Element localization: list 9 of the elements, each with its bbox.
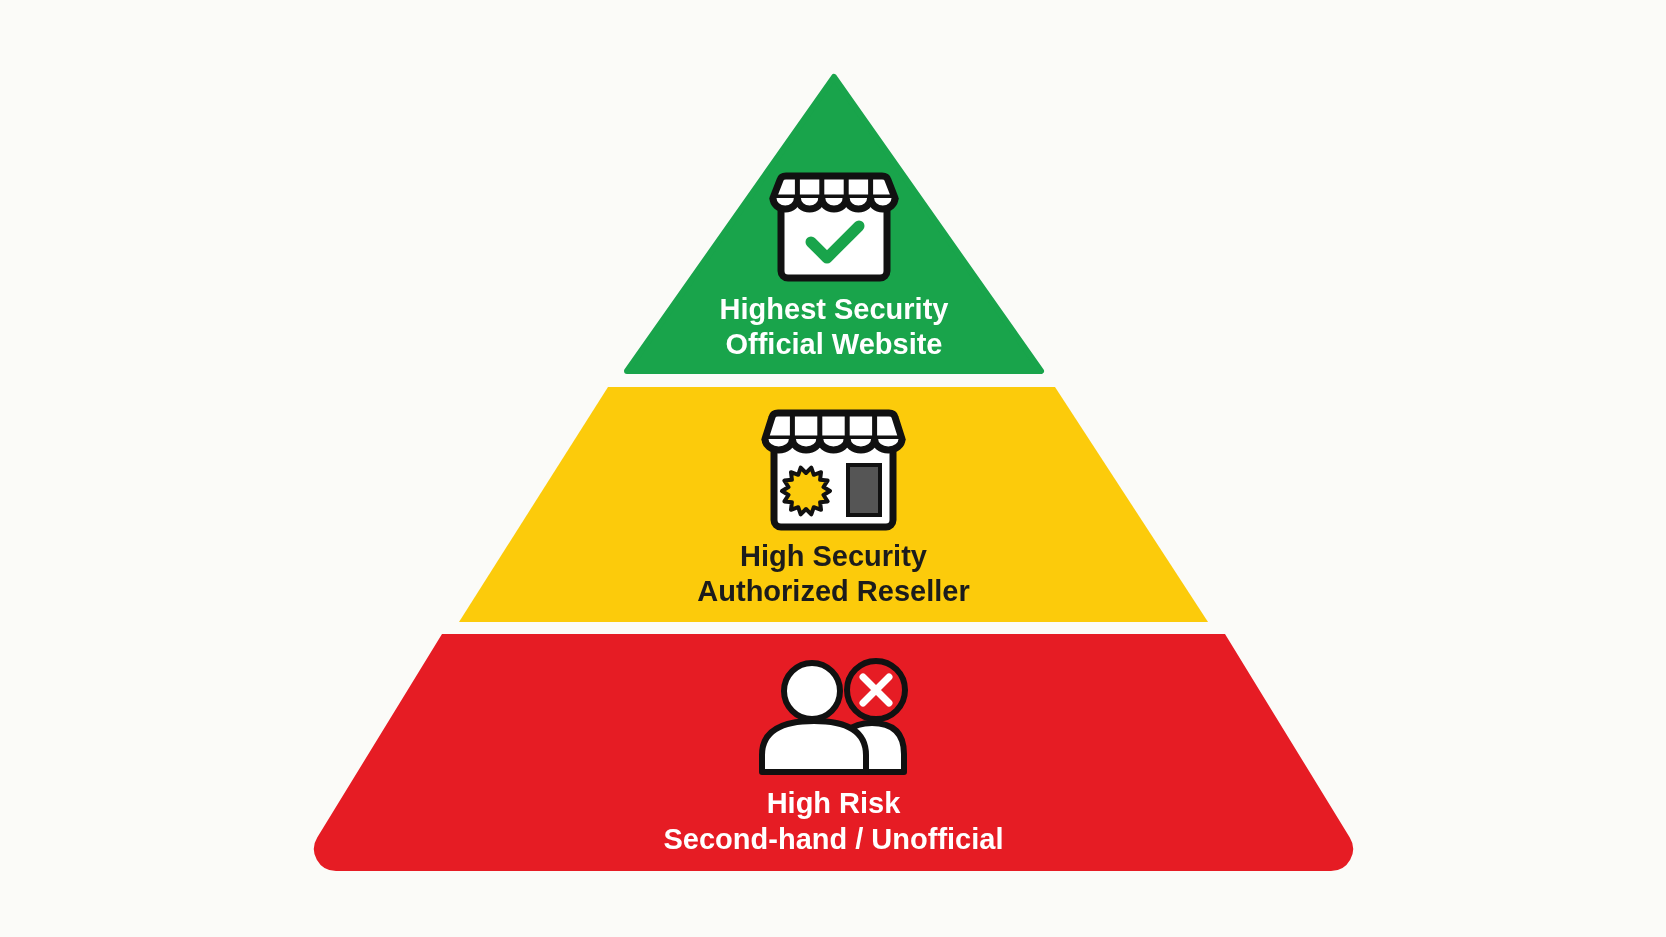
pyramid-tier [314,634,1353,871]
tier-title: Highest Security [719,293,949,327]
tier-subtitle: Second-hand / Unofficial [663,823,1004,857]
pyramid-tier [459,387,1208,622]
tier-title: High Risk [766,787,901,821]
tier-subtitle: Official Website [725,328,943,362]
tier-title: High Security [740,540,927,574]
tier-subtitle: Authorized Reseller [697,575,970,609]
pyramid-tier [624,72,1044,374]
